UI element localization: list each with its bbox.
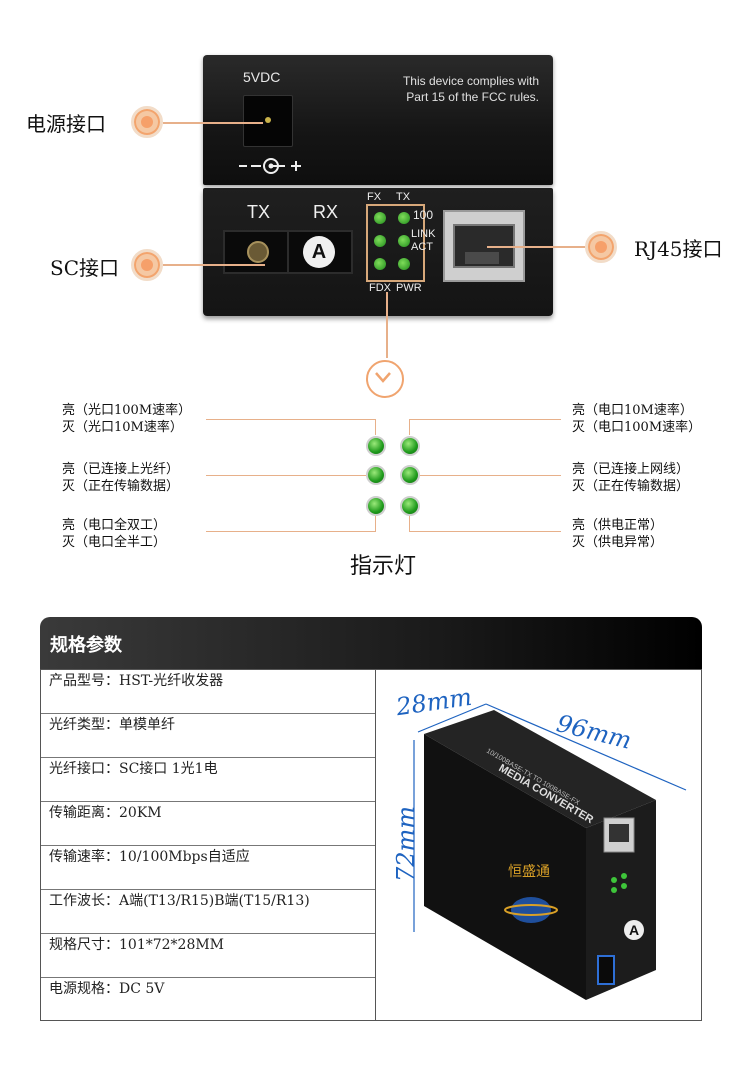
legend-left-2-off: 灭（正在传输数据）	[62, 479, 180, 494]
led-tx-label: TX	[396, 191, 411, 203]
legend-right-3-off: 灭（供电异常）	[572, 535, 664, 550]
leader-left-3-rise	[375, 514, 376, 531]
power-callout-marker	[131, 106, 163, 138]
spec-list: 产品型号：HST-光纤收发器 光纤类型：单模单纤 光纤接口：SC接口 1光1电 …	[41, 670, 376, 1020]
sc-callout-marker	[131, 249, 163, 281]
legend-right-3: 亮（供电正常） 灭（供电异常）	[572, 517, 663, 551]
legend-left-3-on: 亮（电口全双工）	[62, 518, 167, 533]
led-pwr	[398, 258, 410, 270]
spec-row: 规格尺寸：101*72*28MM	[41, 934, 375, 978]
sc-ferrule	[247, 241, 269, 263]
leader-left-1	[206, 419, 376, 420]
legend-right-3-on: 亮（供电正常）	[572, 518, 664, 533]
sc-callout-line	[163, 264, 265, 266]
spec-title: 规格参数	[50, 635, 122, 656]
legend-right-1: 亮（电口10M速率） 灭（电口100M速率）	[572, 402, 701, 436]
power-jack-pin	[265, 117, 271, 123]
legend-left-3: 亮（电口全双工） 灭（电口全半工）	[62, 517, 166, 551]
leader-right-1	[409, 419, 561, 420]
led-cluster	[366, 204, 425, 282]
led-left-3	[366, 496, 386, 516]
legend-right-1-on: 亮（电口10M速率）	[572, 403, 693, 418]
spec-row: 工作波长：A端(T13/R15)B端(T15/R13)	[41, 890, 375, 934]
legend-left-1-off: 灭（光口10M速率）	[62, 420, 183, 435]
rj45-latch	[465, 252, 499, 264]
svg-text:A: A	[629, 922, 639, 938]
led-fx-label: FX	[367, 191, 382, 203]
legend-right-1-off: 灭（电口100M速率）	[572, 420, 702, 435]
legend-left-3-off: 灭（电口全半工）	[62, 535, 167, 550]
led-act-label: ACT	[411, 241, 433, 253]
legend-left-2-on: 亮（已连接上光纤）	[62, 462, 180, 477]
polarity-symbol	[239, 155, 309, 182]
fcc-line-1: This device complies with	[402, 74, 539, 88]
legend-right-2-off: 灭（正在传输数据）	[572, 479, 690, 494]
spec-row: 产品型号：HST-光纤收发器	[41, 670, 375, 714]
led-callout-line	[386, 292, 388, 358]
spec-row: 传输距离：20KM	[41, 802, 375, 846]
power-port-callout: 电源接口	[26, 112, 106, 136]
sc-port-callout: SC接口	[50, 256, 120, 280]
power-callout-line	[163, 122, 263, 124]
led-link-fiber	[374, 235, 386, 247]
polarity-icon	[239, 158, 301, 174]
led-right-1	[400, 436, 420, 456]
tx-label: TX	[247, 202, 271, 222]
legend-left-1-on: 亮（光口100M速率）	[62, 403, 192, 418]
leader-right-2	[418, 475, 561, 476]
rx-label: RX	[313, 202, 339, 222]
sc-port	[223, 230, 289, 274]
led-left-1	[366, 436, 386, 456]
brand-text: 恒盛通	[508, 864, 550, 880]
led-tx	[398, 212, 410, 224]
fcc-notice: This device complies with Part 15 of the…	[403, 73, 539, 105]
fcc-line-2: Part 15 of the FCC rules.	[406, 90, 539, 104]
led-right-3	[400, 496, 420, 516]
spec-row: 光纤接口：SC接口 1光1电	[41, 758, 375, 802]
rj45-callout-line	[487, 246, 585, 248]
sc-port-rx: A	[287, 230, 353, 274]
spec-row: 电源规格：DC 5V	[49, 981, 165, 997]
leader-left-3	[206, 531, 376, 532]
rj45-port-callout: RJ45接口	[634, 237, 723, 261]
leader-right-3-rise	[409, 514, 410, 531]
power-jack	[243, 95, 293, 147]
led-pwr-label: PWR	[396, 282, 422, 294]
led-fdx	[374, 258, 386, 270]
rj45-callout-marker	[585, 231, 617, 263]
spec-header: 规格参数	[40, 617, 702, 669]
power-voltage-label: 5VDC	[243, 69, 281, 85]
leader-left-2	[206, 475, 366, 476]
led-left-2	[366, 465, 386, 485]
product-3d-illustration: A 恒盛通 MEDIA CONVERTER 10/100BASE-TX TO 1…	[413, 703, 687, 1000]
leader-left-1-drop	[375, 419, 376, 435]
legend-right-2: 亮（已连接上网线） 灭（正在传输数据）	[572, 461, 689, 495]
led-right-2	[400, 465, 420, 485]
legend-left-1: 亮（光口100M速率） 灭（光口10M速率）	[62, 402, 191, 436]
legend-left-2: 亮（已连接上光纤） 灭（正在传输数据）	[62, 461, 179, 495]
spec-row: 光纤类型：单模单纤	[41, 714, 375, 758]
spec-row: 传输速率：10/100Mbps自适应	[41, 846, 375, 890]
device-power-panel: 5VDC This device complies with Part 15 o…	[203, 55, 553, 185]
led-fdx-label: FDX	[369, 282, 391, 294]
led-link-act	[398, 235, 410, 247]
spec-table: 产品型号：HST-光纤收发器 光纤类型：单模单纤 光纤接口：SC接口 1光1电 …	[40, 669, 702, 1021]
led-fx	[374, 212, 386, 224]
leader-right-1-drop	[409, 419, 410, 435]
legend-right-2-on: 亮（已连接上网线）	[572, 462, 690, 477]
indicator-title: 指示灯	[350, 554, 417, 579]
chevron-down-icon	[366, 360, 404, 398]
leader-right-3	[409, 531, 561, 532]
product-photo: 28mm 96mm 72mm A	[376, 670, 702, 1020]
side-a-badge: A	[303, 236, 335, 268]
led-100-label: 100	[413, 208, 434, 222]
led-link-label: LINK	[411, 228, 436, 240]
device-front-panel: TX RX A FX TX 100 LINK ACT FDX PWR	[203, 188, 553, 316]
